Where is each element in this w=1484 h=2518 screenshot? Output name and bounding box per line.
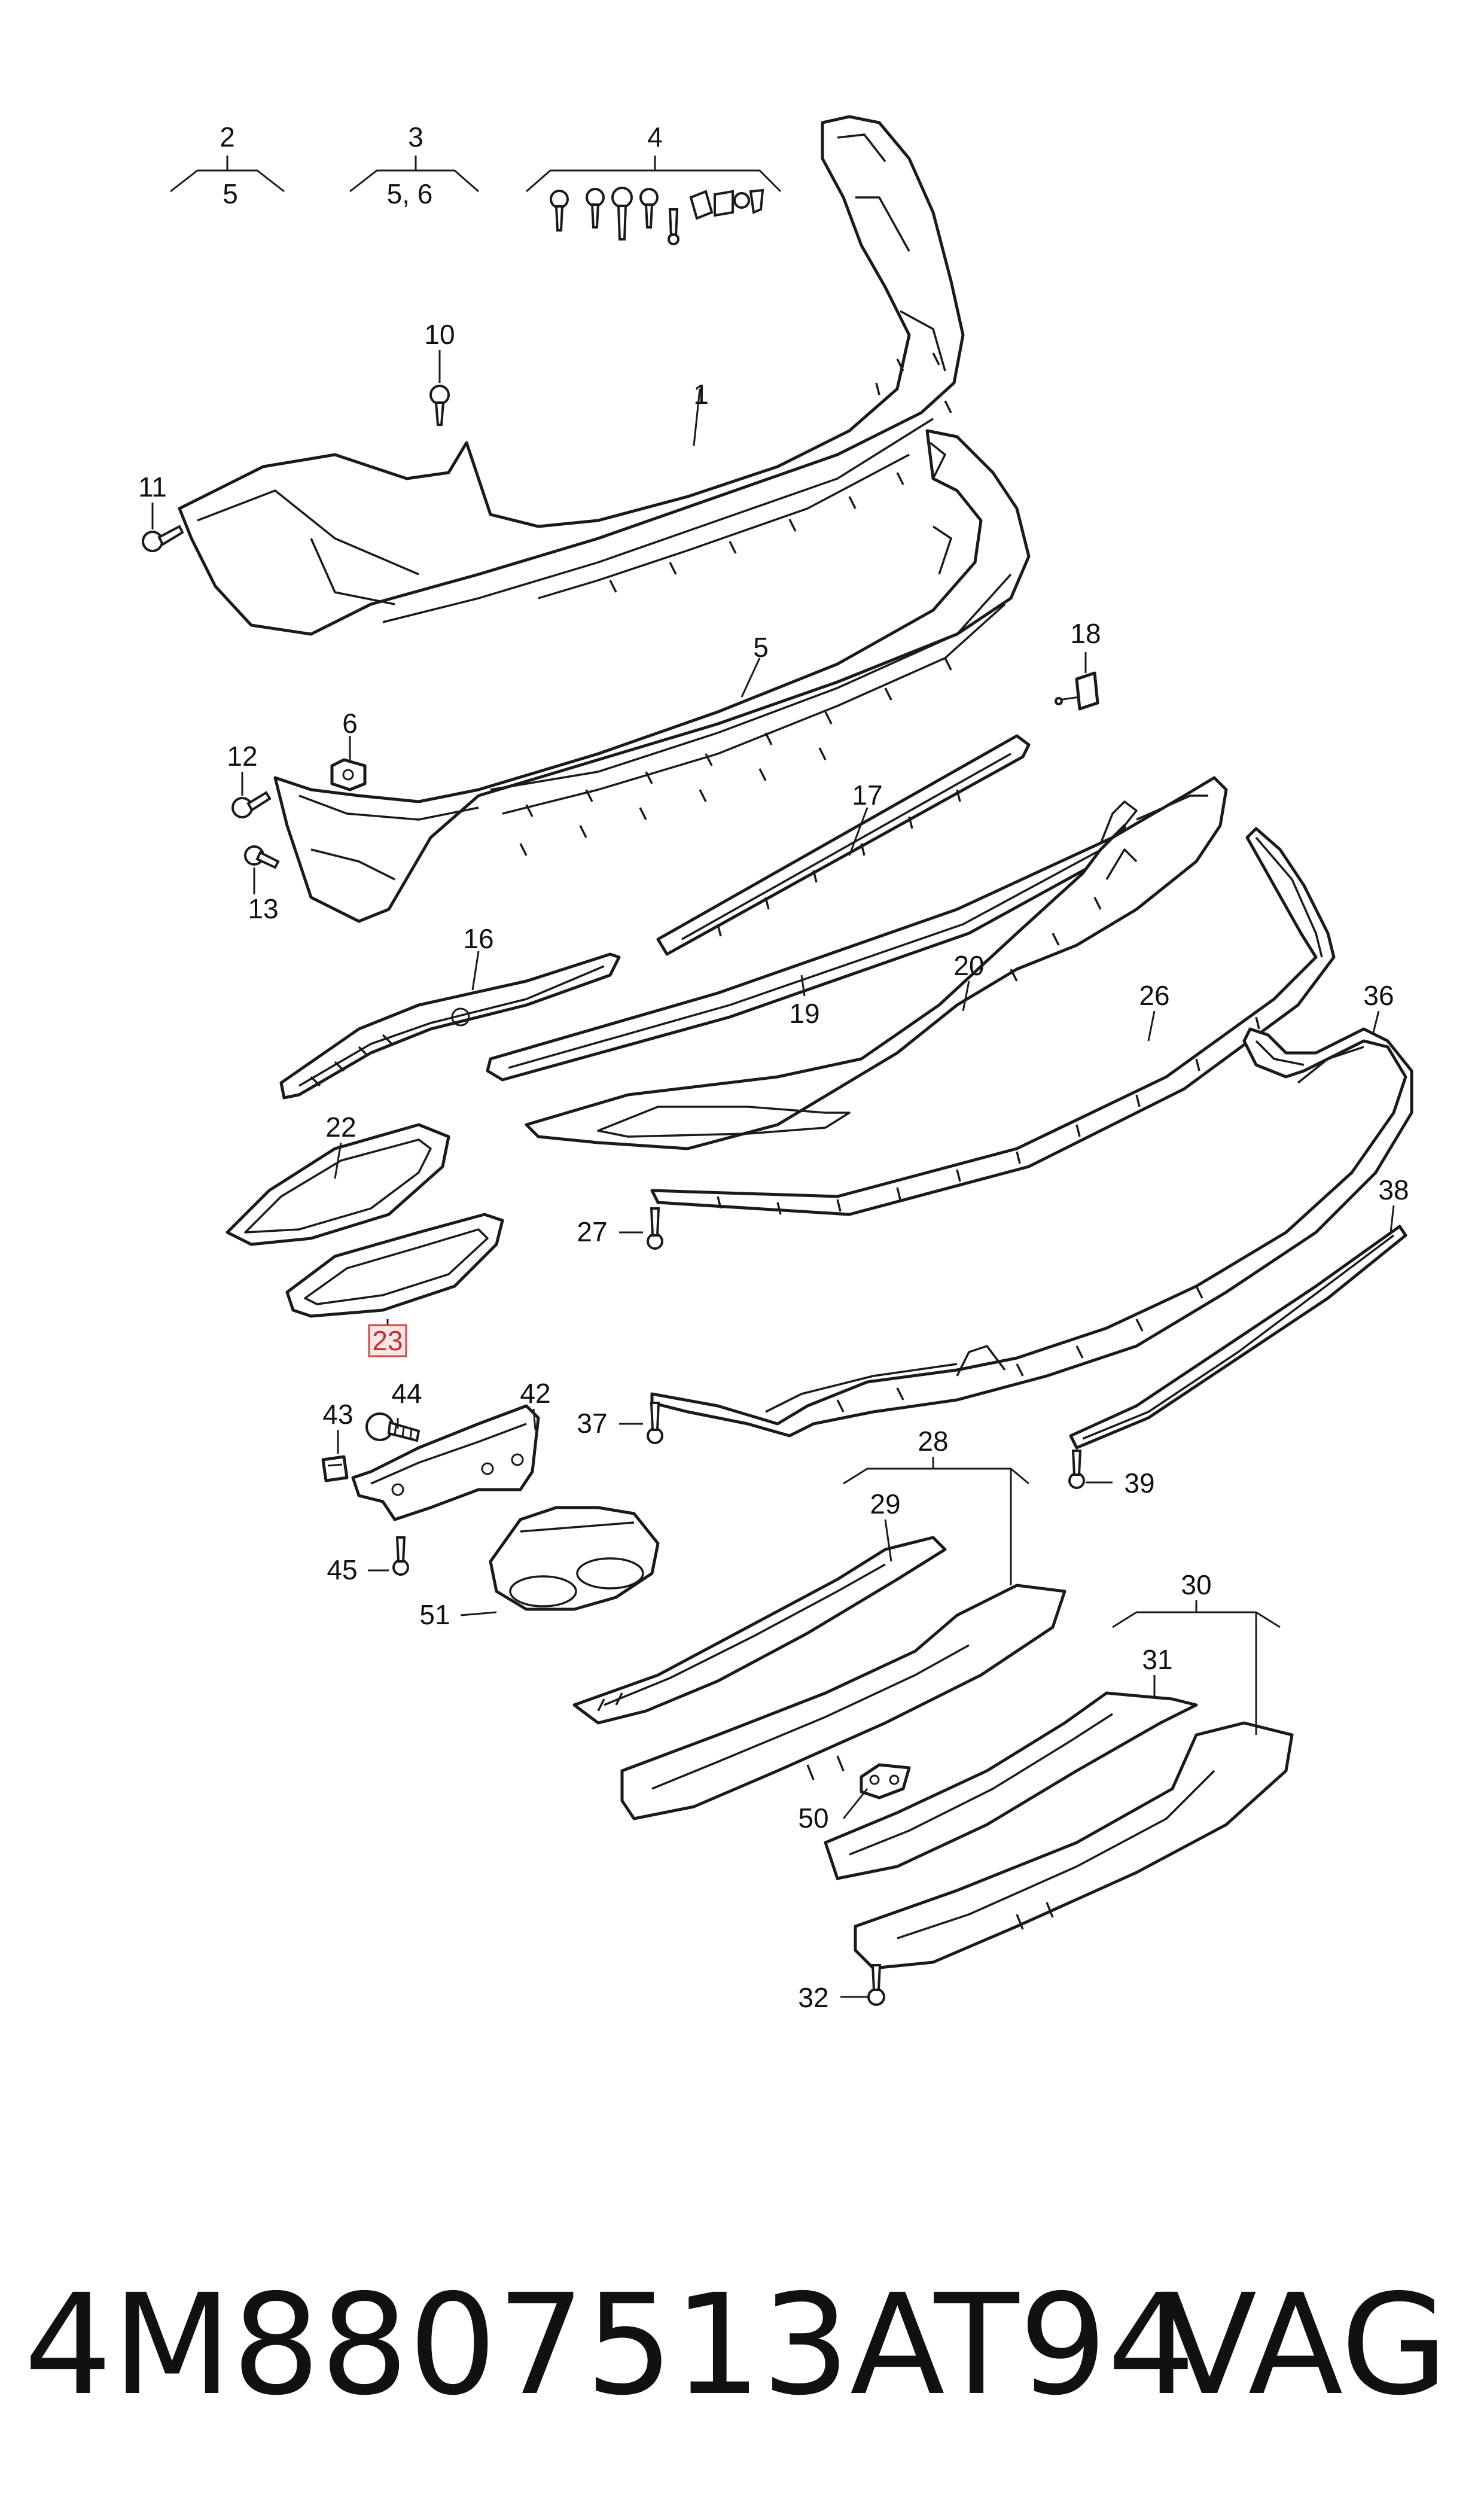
lower-strip-part-26 [650,827,1336,1216]
bracket-part-50 [860,1763,911,1800]
bracket-part-42 [351,1404,540,1521]
lower-diffuser-part-36 [650,1027,1413,1438]
bumper-cover-part-1 [178,115,965,636]
callout-43: 43 [322,1399,353,1430]
reflector-housing-part-23 [285,1213,504,1318]
callout-11: 11 [138,471,167,503]
callout-6: 6 [342,708,358,739]
underbody-panel-part-29 [572,1536,947,1725]
grille-strip-part-17 [656,734,1031,956]
bracket-part-18 [1055,671,1099,711]
callout-2: 2 [220,121,235,153]
trim-bracket-part-16 [279,952,621,1100]
callout-2-sub: 5 [223,178,238,209]
callout-20: 20 [953,950,984,981]
fastener-set-part-4 [550,187,764,245]
bolt-part-44 [365,1412,420,1442]
callout-37: 37 [577,1408,607,1439]
callout-17: 17 [852,780,882,811]
leader-lines [151,350,1395,1998]
parts-diagram: 2 5 3 5, 6 4 10 1 11 5 18 6 12 17 13 16 … [138,115,1413,2013]
callout-32: 32 [798,1982,828,2013]
brand-caption: VAG [1162,2264,1448,2426]
callout-19: 19 [789,998,819,1029]
callout-labels: 2 5 3 5, 6 4 10 1 11 5 18 6 12 17 13 16 … [138,121,1409,2013]
callout-39: 39 [1124,1467,1154,1499]
underbody-panel-part-28 [620,1584,1066,1820]
highlight-box-23 [368,1324,407,1357]
callout-42: 42 [520,1378,550,1409]
callout-44: 44 [391,1378,422,1409]
group-brackets [170,156,1281,1735]
callout-38: 38 [1378,1174,1409,1205]
underbody-panel-part-31 [824,1691,1198,1880]
exhaust-tip-part-51 [489,1506,660,1611]
callout-30: 30 [1181,1569,1211,1600]
callout-23: 23 [372,1325,403,1356]
callout-27: 27 [577,1216,607,1247]
callout-22: 22 [325,1112,356,1143]
callout-3: 3 [408,121,423,153]
part-number-caption: 4M8807513AT94 [24,2264,1196,2426]
callout-29: 29 [870,1488,900,1520]
lower-trim-part-38 [1069,1225,1407,1450]
callout-16: 16 [463,923,493,954]
underbody-panel-part-30 [854,1721,1294,1970]
callout-13: 13 [248,893,278,924]
callout-3-sub: 5, 6 [387,178,433,209]
diffuser-insert-part-20 [525,776,1228,1150]
fasteners [142,385,1085,2006]
callout-28: 28 [918,1426,948,1457]
callout-5: 5 [753,632,769,663]
callout-10: 10 [424,319,455,350]
callout-50: 50 [798,1803,828,1834]
callout-1: 1 [693,379,709,410]
callout-18: 18 [1070,618,1101,649]
callout-36: 36 [1363,980,1394,1011]
callout-51: 51 [419,1599,450,1630]
clip-part-43 [321,1455,349,1482]
callout-45: 45 [327,1554,357,1585]
callout-26: 26 [1139,980,1169,1011]
callout-4: 4 [647,121,663,153]
callout-12: 12 [227,741,257,772]
reflector-part-22 [226,1123,450,1246]
callout-31: 31 [1142,1644,1172,1675]
clip-part-6 [330,758,367,791]
lower-bumper-part-5 [273,429,1031,923]
